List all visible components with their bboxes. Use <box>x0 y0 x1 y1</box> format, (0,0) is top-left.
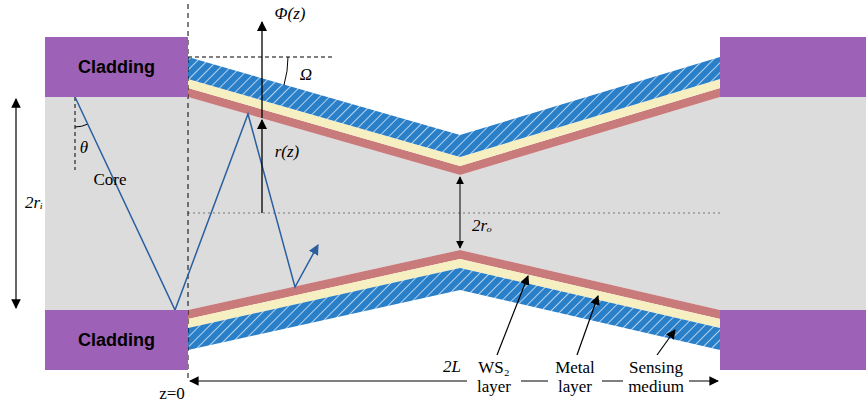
phi-axis <box>261 22 262 118</box>
light-ray <box>75 97 318 310</box>
position-label: z=0 <box>157 385 187 403</box>
dimension-arrow <box>15 99 16 308</box>
core-label: Core <box>93 171 126 190</box>
leader-arrow <box>657 330 675 355</box>
angle-arc <box>284 57 288 85</box>
cladding-block <box>720 310 866 370</box>
normal-line <box>75 97 76 170</box>
cladding-block: Cladding <box>45 310 188 370</box>
cladding-block: Cladding <box>45 37 188 97</box>
radius-arrow <box>261 120 262 213</box>
sensing-medium <box>188 268 720 350</box>
layer-label: Sensing medium <box>623 359 689 396</box>
layer-label: Metal layer <box>548 359 602 396</box>
radius-label: r(z) <box>275 143 300 162</box>
cladding-block <box>720 37 866 97</box>
cladding-label: Cladding <box>78 57 155 78</box>
sensing-medium <box>188 57 720 157</box>
dimension-label: 2rₒ <box>472 217 492 236</box>
dimension-label: 2rᵢ <box>23 194 45 213</box>
angle-arc <box>75 124 88 127</box>
axis-label: Φ(z) <box>275 5 306 24</box>
cladding-label: Cladding <box>78 330 155 351</box>
dimension-label: 2L <box>441 358 463 377</box>
leader-arrow <box>497 276 528 355</box>
angle-label: θ <box>80 139 88 158</box>
layer-label: WS₂ layer <box>467 359 521 396</box>
dimension-arrow <box>460 177 461 248</box>
axis-line <box>188 213 720 214</box>
angle-label: Ω <box>300 66 312 85</box>
leader-arrow <box>577 296 598 355</box>
horizontal-reference <box>188 57 335 58</box>
